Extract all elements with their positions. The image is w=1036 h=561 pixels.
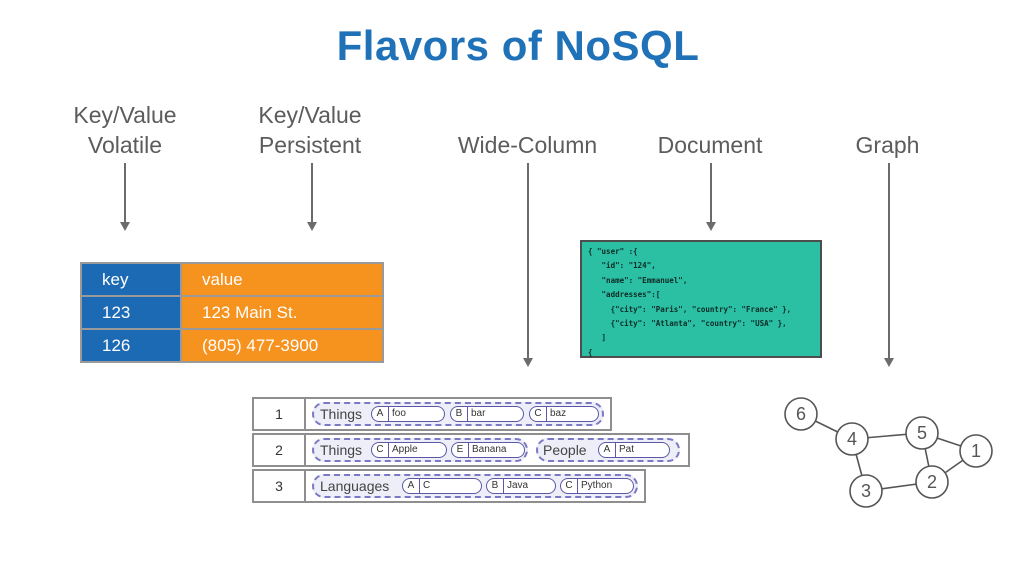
column-key: C <box>530 407 547 421</box>
arrow-kv-persistent <box>311 163 313 223</box>
column-key: C <box>372 443 389 457</box>
family-label: People <box>543 442 587 458</box>
column-key: E <box>452 443 469 457</box>
graph-node: 2 <box>915 465 949 499</box>
arrow-head-icon <box>523 358 533 367</box>
column-value: Java <box>507 480 529 491</box>
column-value: foo <box>392 408 406 419</box>
column-key: A <box>372 407 389 421</box>
column-key: B <box>451 407 468 421</box>
family-label: Languages <box>320 478 390 494</box>
table-row: key value <box>82 264 382 297</box>
graph-node: 4 <box>835 422 869 456</box>
table-row: 123 123 Main St. <box>82 297 382 330</box>
column-key: C <box>561 479 578 493</box>
arrow-document <box>710 163 712 223</box>
column-key: A <box>599 443 616 457</box>
graph-node-label: 6 <box>796 404 806 424</box>
column-value: baz <box>550 408 567 419</box>
table-cell-value: (805) 477-3900 <box>182 330 382 361</box>
table-header-value: value <box>182 264 382 297</box>
row-number: 1 <box>254 399 306 429</box>
column-value: C <box>423 480 431 491</box>
graph-node: 1 <box>959 434 993 468</box>
column-key: B <box>487 479 504 493</box>
family-label: Things <box>320 406 363 422</box>
row-number: 3 <box>254 471 306 501</box>
graph-node: 3 <box>849 474 883 508</box>
arrow-head-icon <box>307 222 317 231</box>
graph-node: 5 <box>905 416 939 450</box>
graph-node-label: 4 <box>847 429 857 449</box>
table-cell-key: 126 <box>82 330 182 361</box>
category-kv-persistent: Key/Value Persistent <box>258 102 362 158</box>
table-header-key: key <box>82 264 182 297</box>
column-value: Pat <box>619 444 635 455</box>
arrow-graph <box>888 163 890 359</box>
arrow-wide-column <box>527 163 529 359</box>
column-value: bar <box>471 408 486 419</box>
arrow-head-icon <box>120 222 130 231</box>
graph-node: 6 <box>784 397 818 431</box>
graph-node-label: 3 <box>861 481 871 501</box>
column-value: Apple <box>392 444 418 455</box>
arrow-head-icon <box>884 358 894 367</box>
category-document: Document <box>657 132 763 158</box>
graph-edges <box>800 413 977 492</box>
key-value-table: key value 123 123 Main St. 126 (805) 477… <box>80 262 384 363</box>
graph-node-label: 5 <box>917 423 927 443</box>
document-json-box: { "user" :{ "id": "124", "name": "Emmanu… <box>580 240 822 358</box>
column-key: A <box>403 479 420 493</box>
category-kv-volatile: Key/Value Volatile <box>73 102 177 158</box>
column-value: Banana <box>472 444 507 455</box>
column-value: Python <box>581 480 613 491</box>
table-row: 126 (805) 477-3900 <box>82 330 382 361</box>
category-graph: Graph <box>855 132 920 158</box>
graph-node-label: 2 <box>927 472 937 492</box>
arrow-kv-volatile <box>124 163 126 223</box>
arrow-head-icon <box>706 222 716 231</box>
category-wide-column: Wide-Column <box>457 132 598 158</box>
page-title: Flavors of NoSQL <box>336 22 700 69</box>
table-cell-key: 123 <box>82 297 182 330</box>
family-label: Things <box>320 442 363 458</box>
row-number: 2 <box>254 435 306 465</box>
graph-diagram: 6 4 5 1 3 2 <box>784 397 993 508</box>
table-cell-value: 123 Main St. <box>182 297 382 330</box>
graph-node-label: 1 <box>971 441 981 461</box>
